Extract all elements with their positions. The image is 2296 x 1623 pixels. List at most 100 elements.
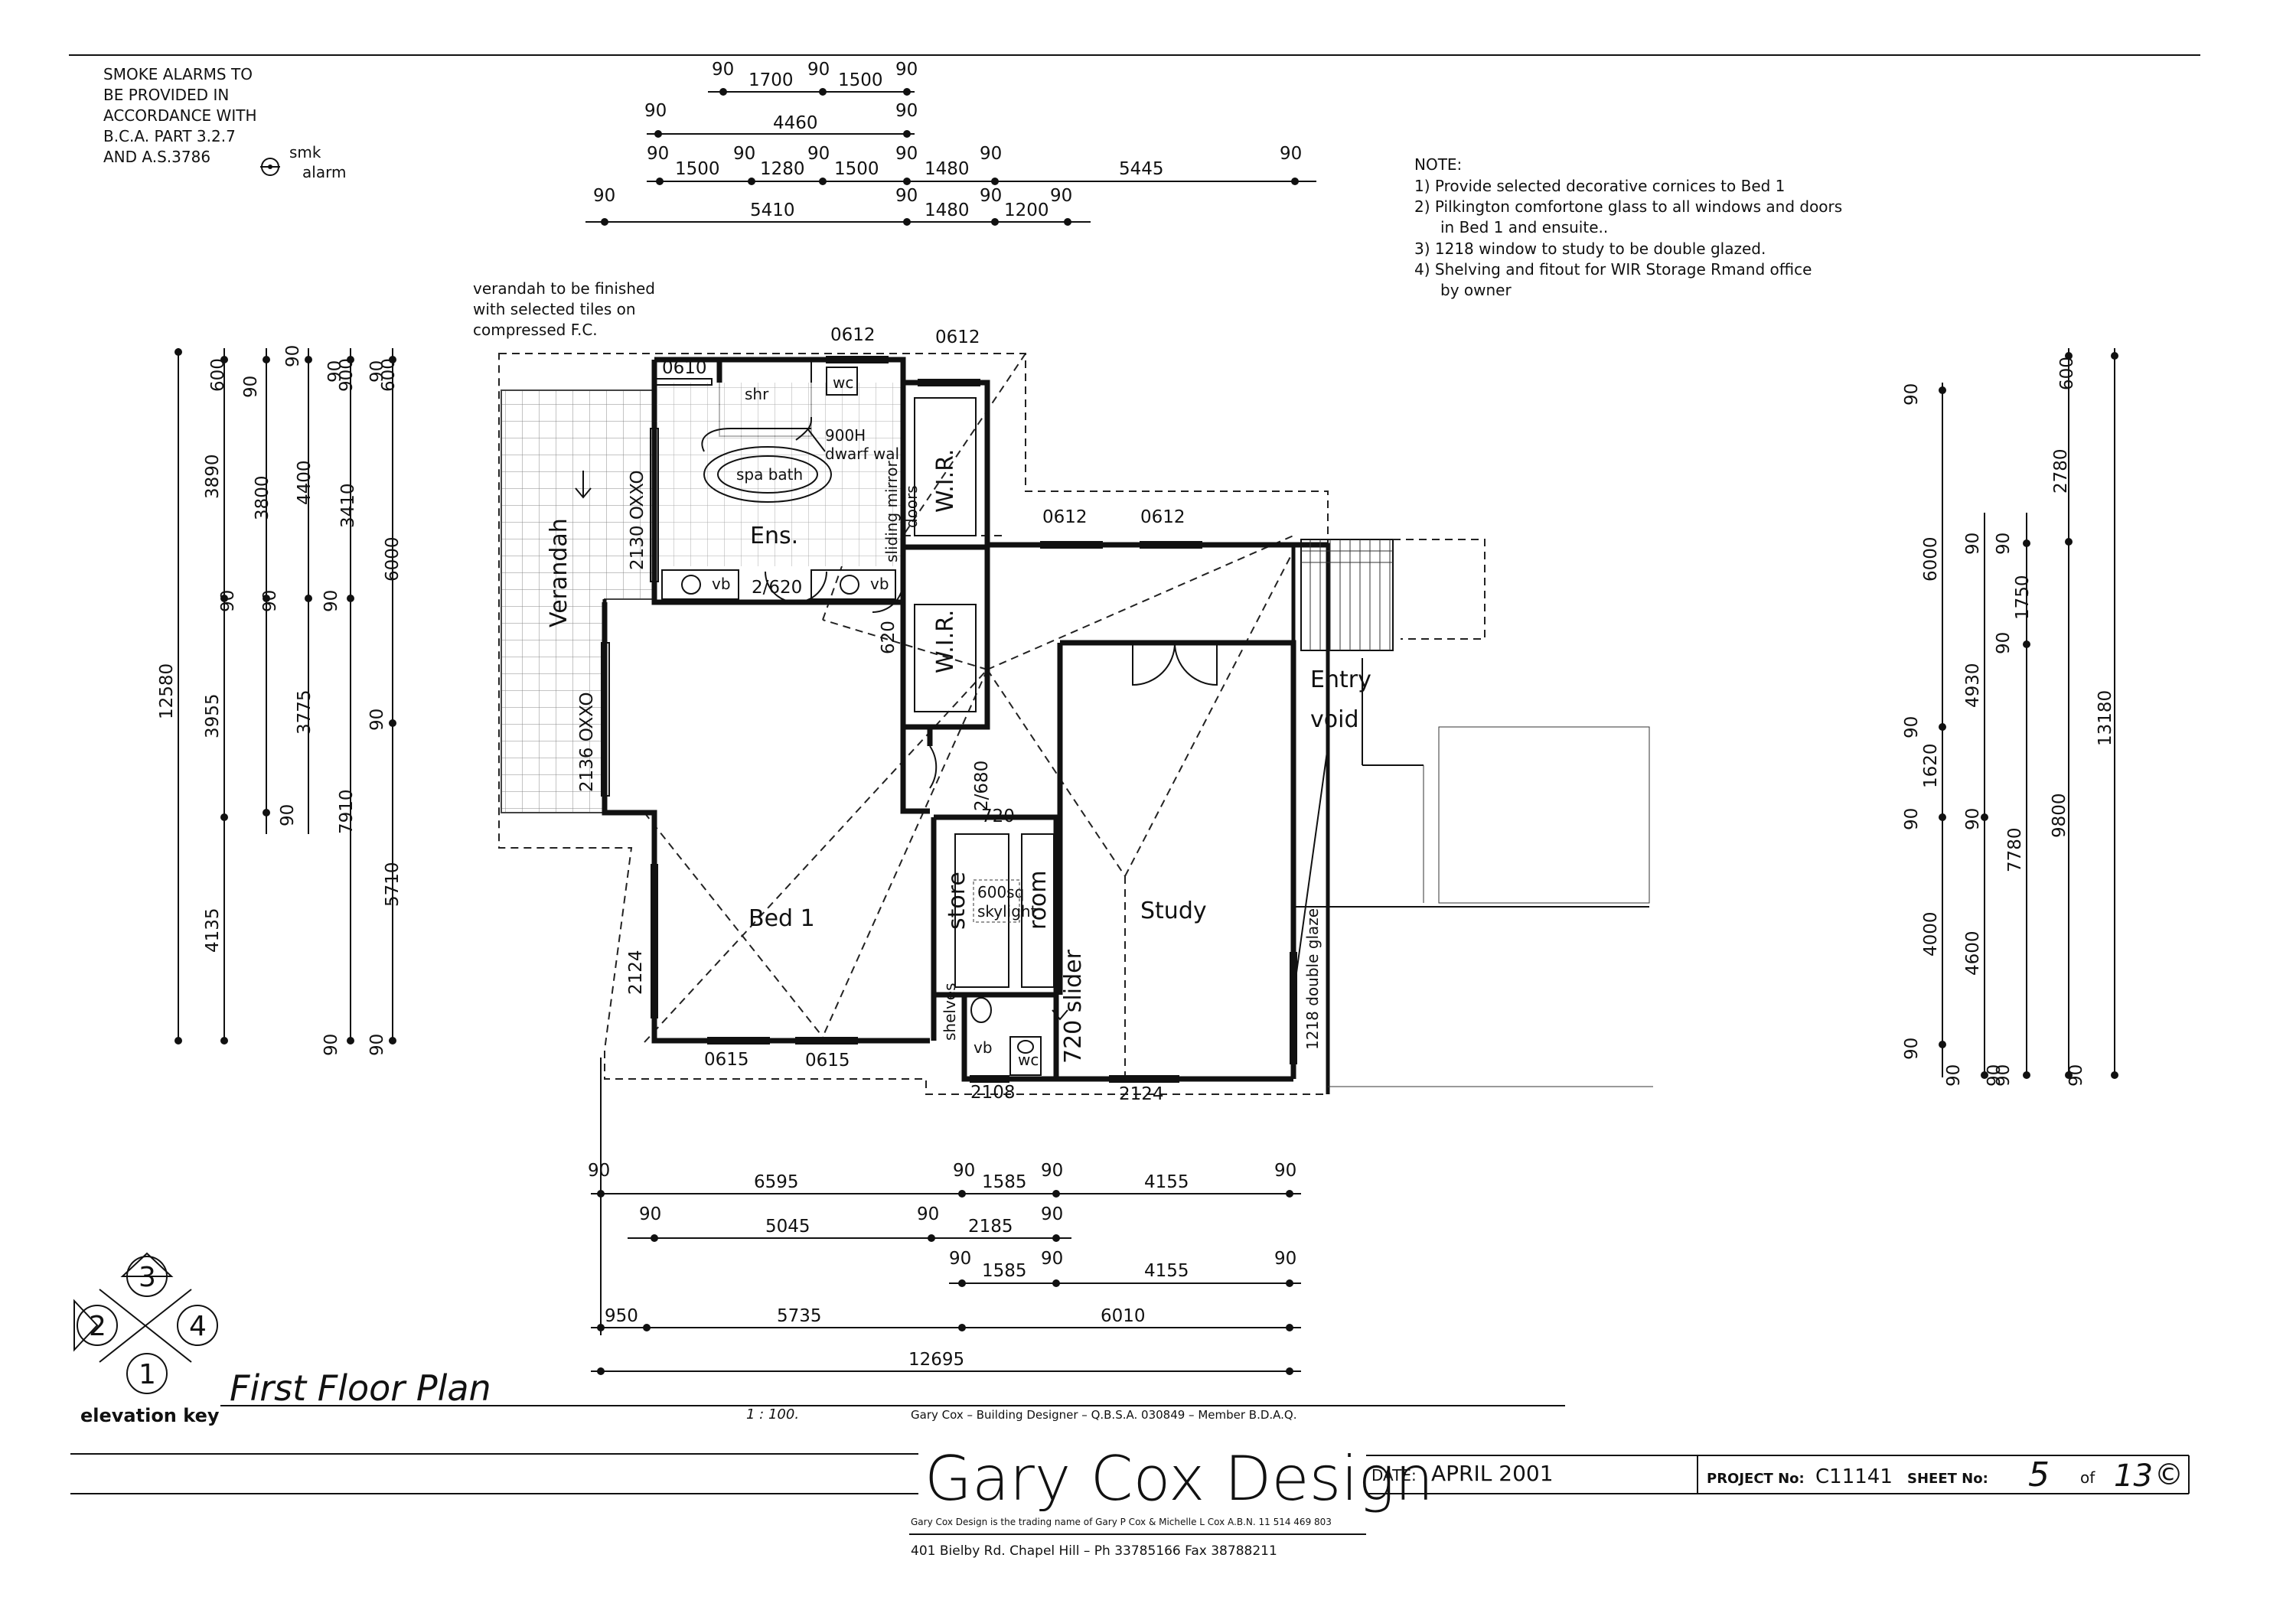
dim-label: 4155: [1144, 1261, 1189, 1281]
dim-label: 900: [337, 358, 357, 392]
dim-label: 5710: [383, 862, 403, 907]
shelves-label: shelves: [941, 983, 959, 1041]
note-title: NOTE:: [1414, 155, 1462, 174]
sliding-mirror-label: sliding mirror: [882, 461, 901, 562]
study-label: Study: [1140, 898, 1207, 924]
dim-label: 90: [1963, 808, 1983, 830]
note-item: 4) Shelving and fitout for WIR Storage R…: [1414, 260, 1812, 279]
smoke-alarm-line: AND A.S.3786: [103, 148, 210, 166]
address-line: 401 Bielby Rd. Chapel Hill – Ph 33785166…: [911, 1543, 1277, 1559]
dim-label: 1480: [925, 159, 970, 179]
door-label: 620: [879, 621, 899, 654]
dim-label: 90: [260, 590, 280, 612]
dim-label: 3410: [338, 483, 358, 528]
of-label: of: [2080, 1468, 2095, 1487]
smoke-alarm-icon: [260, 158, 280, 176]
dim-label: 7780: [2005, 827, 2025, 872]
note-item: 1) Provide selected decorative cornices …: [1414, 177, 1785, 195]
elevation-number: 1: [139, 1359, 156, 1390]
note-item: by owner: [1440, 281, 1512, 299]
dim-label: 4000: [1921, 911, 1941, 957]
title-block: First Floor Plan 1 : 100. Gary Cox – Bui…: [70, 1367, 2190, 1559]
smoke-alarm-line: SMOKE ALARMS TO: [103, 65, 253, 83]
dim-label: 90: [1994, 632, 2014, 654]
door-label: 720: [981, 807, 1015, 826]
date-label: DATE:: [1371, 1466, 1417, 1484]
project-label: PROJECT No:: [1707, 1471, 1805, 1487]
window-label: 0615: [805, 1051, 850, 1071]
smk-label: smk: [289, 143, 321, 161]
smoke-alarm-line: B.C.A. PART 3.2.7: [103, 127, 236, 145]
dim-label: 3800: [253, 475, 272, 520]
arrow-down-icon: [1052, 1009, 1068, 1021]
dim-label: 90: [367, 360, 387, 383]
dim-label: 90: [895, 186, 918, 206]
dim-label: 5445: [1119, 159, 1164, 179]
room-labels: Bed 1 Study Entry void store room 600sq …: [748, 666, 1371, 1064]
dim-label: 90: [321, 590, 341, 612]
dim-label: 90: [325, 360, 345, 383]
dim-label: 90: [980, 144, 1002, 164]
dim-label: 1280: [760, 159, 805, 179]
dim-label: 4460: [773, 113, 818, 133]
entry-label: Entry: [1310, 666, 1371, 693]
dim-label: 600: [208, 358, 228, 392]
dim-label: 1500: [834, 159, 879, 179]
dim-label: 90: [2066, 1064, 2086, 1087]
dim-label: 90: [1274, 1249, 1296, 1269]
room-label: room: [1025, 870, 1052, 930]
dim-label: 600: [379, 358, 399, 392]
skylight-label: 600sq: [977, 883, 1024, 901]
dim-label: 90: [321, 1034, 341, 1056]
dim-label: 3955: [203, 693, 223, 738]
dim-label: 90: [807, 144, 830, 164]
fixtures: spa bath shr wc 900H dwarf wall Ens. vb …: [661, 367, 1068, 1076]
dim-label: 90: [895, 144, 918, 164]
dim-label: 90: [283, 345, 303, 367]
window-label: 2124: [626, 950, 646, 995]
general-notes: NOTE: 1) Provide selected decorative cor…: [1414, 155, 1842, 299]
void-label: void: [1310, 706, 1359, 733]
dim-label: 90: [367, 709, 387, 731]
dim-label: 1480: [925, 200, 970, 220]
window-label: 0612: [830, 325, 876, 345]
dim-label: 90: [241, 376, 261, 398]
dim-label: 90: [1994, 1064, 2014, 1087]
dim-label: 1585: [982, 1261, 1027, 1281]
dim-label: 90: [1041, 1161, 1063, 1181]
store-label: store: [944, 872, 970, 930]
dim-label: 7910: [337, 789, 357, 834]
dim-label: 90: [949, 1249, 971, 1269]
dim-label: 3890: [203, 454, 223, 499]
basin-icon: vb: [810, 569, 896, 600]
bed1-label: Bed 1: [748, 905, 815, 932]
dim-label: 90: [278, 804, 298, 826]
dim-label: 90: [218, 590, 238, 612]
dim-label: 90: [980, 186, 1002, 206]
window-label: 0612: [935, 328, 980, 347]
dim-label: 90: [1050, 186, 1072, 206]
plan-outline: [498, 353, 1329, 1095]
dim-label: 1750: [2013, 575, 2033, 620]
dim-label: 90: [895, 60, 918, 80]
note-item: in Bed 1 and ensuite..: [1440, 218, 1608, 236]
dim-label: 90: [1963, 533, 1983, 555]
skylight-label: skylight: [977, 902, 1037, 921]
dim-label: 1200: [1004, 200, 1049, 220]
sliding-mirror-label: doors: [902, 485, 921, 528]
trading-line: Gary Cox Design is the trading name of G…: [911, 1517, 1332, 1527]
dim-label: 90: [644, 101, 667, 121]
dim-label: 90: [712, 60, 734, 80]
plan-title: First Floor Plan: [230, 1367, 491, 1409]
door-label: 2/620: [752, 578, 802, 598]
dim-label: 90: [1274, 1161, 1296, 1181]
vb-label: vb: [870, 575, 889, 593]
dim-label: 90: [647, 144, 669, 164]
windows: 0610 0612 0612 0612 0612 2130 OXXO 2136 …: [577, 325, 1322, 1104]
dim-label: 90: [593, 186, 615, 206]
dim-label: 9800: [2050, 793, 2069, 838]
window-label: 0615: [704, 1050, 749, 1070]
dim-label: 90: [1902, 1038, 1922, 1060]
dim-label: 6000: [383, 536, 403, 582]
dim-label: 4600: [1963, 930, 1983, 976]
